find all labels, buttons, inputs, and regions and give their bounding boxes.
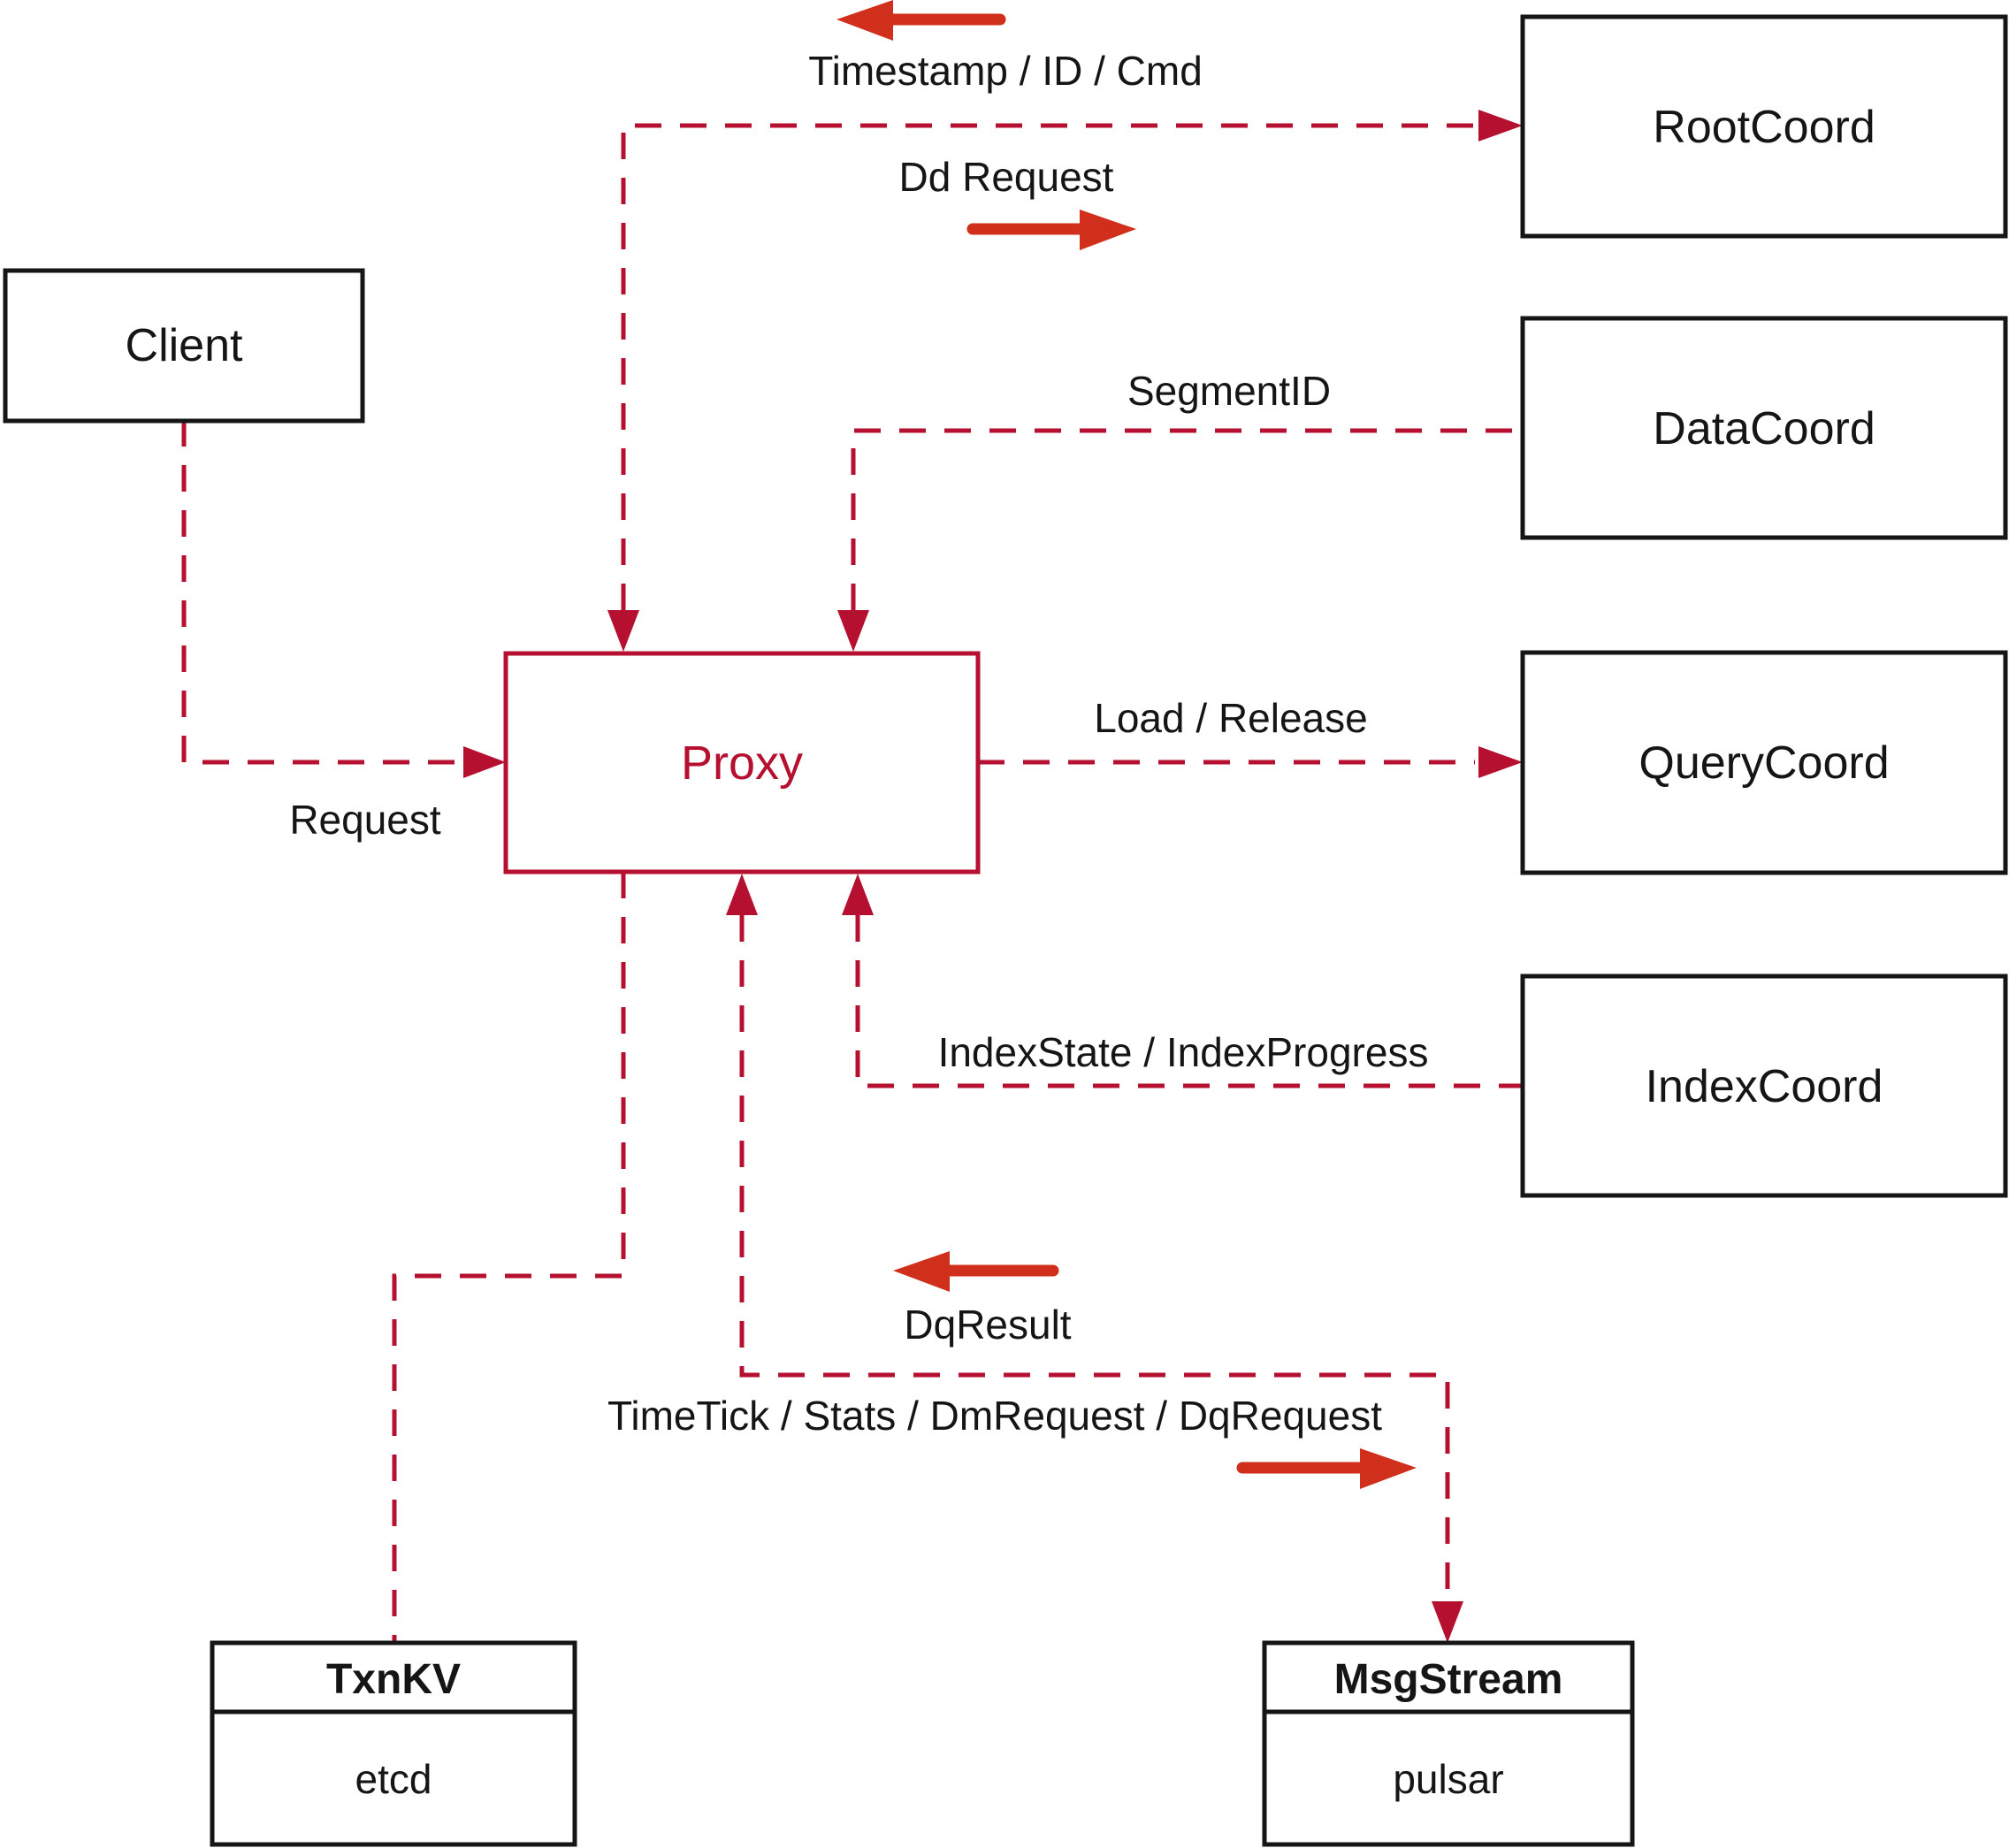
- edge-datacoord-proxy: [851, 428, 1523, 610]
- edges: [181, 110, 1523, 1643]
- label-index-state: IndexState / IndexProgress: [938, 1029, 1429, 1075]
- arrowhead-into-rootcoord: [1478, 110, 1523, 141]
- node-indexcoord: IndexCoord: [1520, 974, 2008, 1198]
- arrowhead-into-proxy-left: [463, 746, 506, 778]
- node-client: Client: [3, 268, 365, 424]
- node-querycoord: QueryCoord: [1520, 650, 2008, 875]
- arrowhead-into-msgstream: [1432, 1601, 1463, 1643]
- arrowhead-into-proxy-bottom-mid: [726, 874, 758, 915]
- label-time-tick: TimeTick / Stats / DmRequest / DqRequest: [607, 1393, 1382, 1439]
- edge-proxy-msgstream: [739, 915, 1450, 1597]
- label-request: Request: [289, 797, 441, 843]
- nodes: Client Proxy RootCoord DataCoord QueryCo…: [3, 14, 2008, 1847]
- label-load-release: Load / Release: [1094, 695, 1367, 741]
- edge-indexcoord-proxy: [855, 915, 1523, 1088]
- proxy-label: Proxy: [681, 737, 803, 790]
- edge-client-proxy: [181, 420, 460, 765]
- arrowhead-into-proxy-top-left: [607, 610, 639, 652]
- label-dq-result: DqResult: [904, 1302, 1071, 1348]
- edge-proxy-rootcoord: [621, 123, 1475, 610]
- msgstream-title: MsgStream: [1334, 1656, 1563, 1703]
- msgstream-subtitle: pulsar: [1393, 1756, 1503, 1802]
- indexcoord-label: IndexCoord: [1646, 1061, 1883, 1112]
- arrowhead-into-proxy-top-right: [837, 610, 869, 652]
- flow-direction-arrows: [836, 0, 1417, 1489]
- txnkv-title: TxnKV: [326, 1656, 461, 1703]
- right-flow-arrow-dd-request-icon: [966, 210, 1136, 250]
- right-flow-arrow-timetick-icon: [1236, 1448, 1417, 1489]
- arrowhead-into-proxy-bottom-right: [842, 874, 874, 915]
- left-flow-arrow-timestamp-icon: [836, 0, 1006, 41]
- label-timestamp-id-cmd: Timestamp / ID / Cmd: [808, 48, 1203, 94]
- node-datacoord: DataCoord: [1520, 316, 2008, 540]
- node-msgstream: MsgStream pulsar: [1262, 1640, 1635, 1847]
- left-flow-arrow-dqresult-icon: [893, 1251, 1059, 1292]
- arrowhead-into-querycoord: [1478, 746, 1523, 778]
- edge-proxy-txnkv: [392, 872, 626, 1641]
- edge-labels: Timestamp / ID / Cmd Dd Request SegmentI…: [289, 48, 1428, 1439]
- node-txnkv: TxnKV etcd: [210, 1640, 577, 1847]
- node-rootcoord: RootCoord: [1520, 14, 2008, 239]
- txnkv-subtitle: etcd: [355, 1756, 432, 1802]
- client-label: Client: [126, 320, 243, 371]
- node-proxy: Proxy: [503, 651, 981, 874]
- datacoord-label: DataCoord: [1653, 403, 1875, 454]
- label-dd-request: Dd Request: [899, 154, 1114, 200]
- rootcoord-label: RootCoord: [1653, 102, 1875, 153]
- querycoord-label: QueryCoord: [1639, 737, 1889, 789]
- label-segment-id: SegmentID: [1127, 368, 1331, 414]
